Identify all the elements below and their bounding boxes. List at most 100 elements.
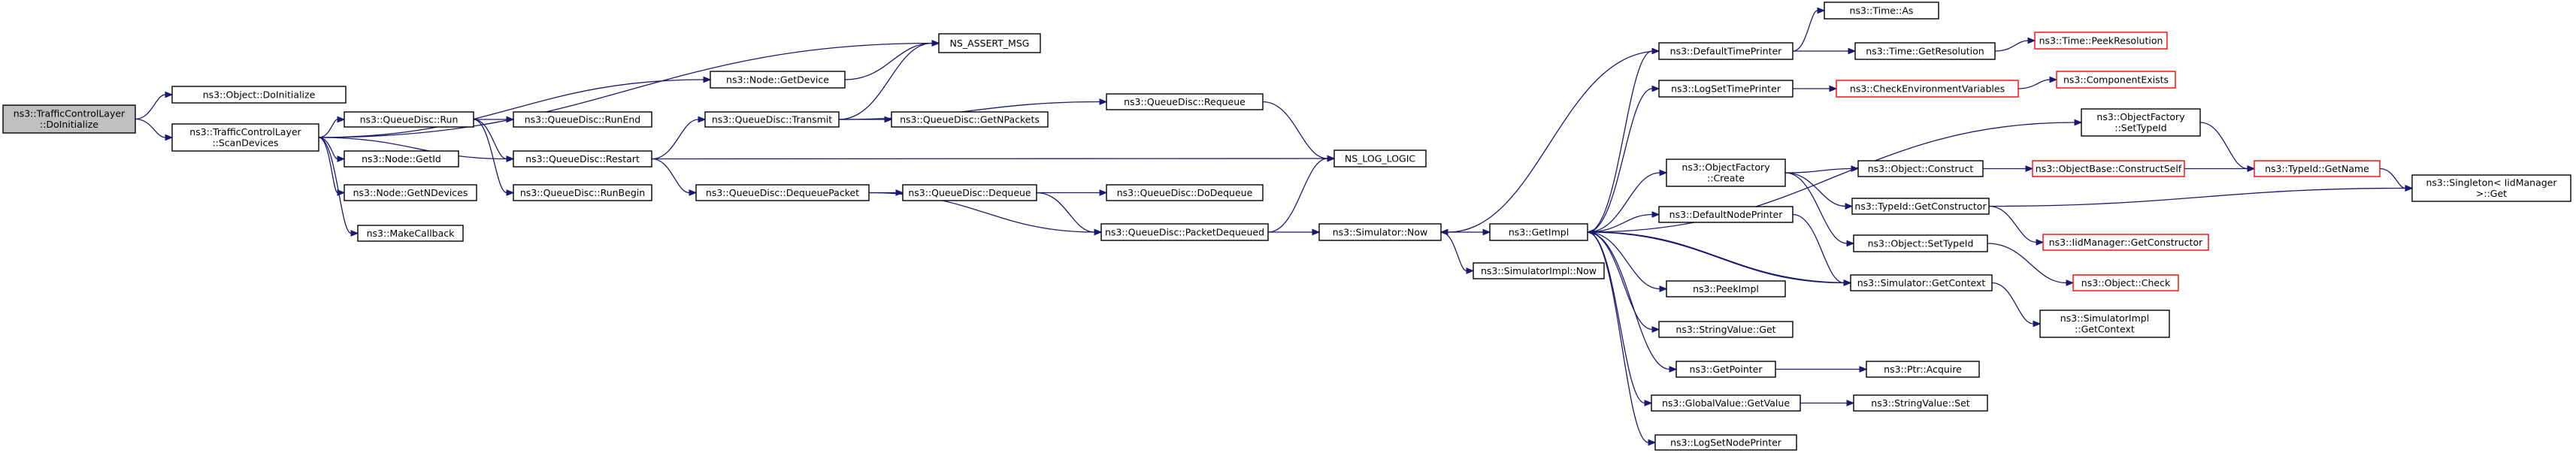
- node-box: [1824, 2, 1939, 20]
- node-box: [2411, 174, 2571, 202]
- edge-line: [135, 118, 166, 138]
- node-box: [710, 71, 846, 89]
- edge-line: [1267, 158, 1328, 233]
- node-box: [357, 225, 464, 242]
- node-ns3-objectfactory-create[interactable]: ns3::ObjectFactory::Create: [1666, 159, 1786, 187]
- node-ns3-stringvalue-get[interactable]: ns3::StringValue::Get: [1658, 321, 1794, 338]
- node-label: ns3::PeekImpl: [1693, 283, 1759, 294]
- node-label: ns3::CheckEnvironmentVariables: [1850, 83, 2005, 94]
- node-ns3-defaulttimeprinter[interactable]: ns3::DefaultTimePrinter: [1658, 42, 1794, 60]
- node-box: [1857, 160, 1984, 177]
- node-ns3-node-getndevices[interactable]: ns3::Node::GetNDevices: [344, 184, 477, 201]
- edge-line: [473, 119, 507, 194]
- node-ns3-objectfactory-settypeid[interactable]: ns3::ObjectFactory::SetTypeId: [2081, 108, 2201, 137]
- node-ns3-queuedisc-restart[interactable]: ns3::QueueDisc::Restart: [513, 150, 652, 168]
- node-ns3-queuedisc-requeue[interactable]: ns3::QueueDisc::Requeue: [1106, 93, 1264, 110]
- node-ns3-typeid-getname[interactable]: ns3::TypeId::GetName: [2254, 160, 2381, 177]
- node-ns3-object-construct[interactable]: ns3::Object::Construct: [1857, 160, 1984, 177]
- edge-scan-to-getndev: [318, 137, 346, 196]
- node-ns3-logsetnodeprinter[interactable]: ns3::LogSetNodePrinter: [1654, 434, 1797, 451]
- node-label: ::DoInitialize: [40, 119, 98, 130]
- node-ns3-object-check[interactable]: ns3::Object::Check: [2072, 274, 2179, 291]
- edge-line: [2199, 122, 2248, 170]
- edge-getimpl-to-deftime: [1587, 47, 1660, 233]
- node-ns3-stringvalue-set[interactable]: ns3::StringValue::Set: [1853, 394, 1988, 412]
- edge-line: [2379, 168, 2406, 189]
- node-ns3-object-doinitialize[interactable]: ns3::Object::DoInitialize: [171, 86, 347, 104]
- node-ns3-ptr-acquire[interactable]: ns3::Ptr::Acquire: [1866, 361, 1980, 378]
- node-box: [2056, 71, 2176, 89]
- node-ns3-objectbase-constructself[interactable]: ns3::ObjectBase::ConstructSelf: [2032, 160, 2185, 177]
- node-ns3-object-settypeid[interactable]: ns3::Object::SetTypeId: [1853, 234, 1988, 252]
- node-ns3-simulatorimpl-getcontext[interactable]: ns3::SimulatorImpl::GetContext: [2039, 310, 2170, 338]
- edge-objfcreate-to-tidgetctor: [1784, 172, 1854, 210]
- node-ns3-queuedisc-packetdequeued[interactable]: ns3::QueueDisc::PacketDequeued: [1100, 223, 1269, 241]
- node-box: [1854, 42, 1996, 60]
- node-label: ns3::TrafficControlLayer: [14, 108, 126, 119]
- node-ns3-iidmanager-getconstructor[interactable]: ns3::IidManager::GetConstructor: [2042, 234, 2209, 251]
- node-ns3-queuedisc-dequeuepacket[interactable]: ns3::QueueDisc::DequeuePacket: [695, 184, 870, 201]
- node-ns3-queuedisc-transmit[interactable]: ns3::QueueDisc::Transmit: [704, 111, 840, 128]
- edge-getdev-to-assert: [844, 40, 940, 80]
- node-label: ns3::QueueDisc::Requeue: [1124, 96, 1246, 107]
- node-ns3-simulator-now[interactable]: ns3::Simulator::Now: [1318, 223, 1442, 241]
- node-ns3-getimpl[interactable]: ns3::GetImpl: [1489, 223, 1588, 241]
- edge-arrowhead: [506, 189, 515, 196]
- edge-arrowhead: [2066, 279, 2075, 286]
- edge-arrowhead: [689, 189, 698, 196]
- node-ns3-queuedisc-dequeue[interactable]: ns3::QueueDisc::Dequeue: [902, 184, 1037, 201]
- node-ns3-defaultnodeprinter[interactable]: ns3::DefaultNodePrinter: [1658, 206, 1794, 223]
- edge-line: [838, 101, 1100, 120]
- node-label: ns3::QueueDisc::RunBegin: [520, 187, 645, 198]
- node-ns3-logsettimeprinter[interactable]: ns3::LogSetTimePrinter: [1658, 80, 1794, 98]
- node-ns3-makecallback[interactable]: ns3::MakeCallback: [357, 225, 464, 242]
- node-label: ns3::TypeId::GetName: [2265, 163, 2369, 174]
- edge-line: [1784, 172, 1846, 207]
- node-ns3-simulator-getcontext[interactable]: ns3::Simulator::GetContext: [1850, 274, 1993, 291]
- edge-line: [2018, 79, 2051, 89]
- node-ns3-trafficcontrollayer-scandevices[interactable]: ns3::TrafficControlLayer::ScanDevices: [171, 123, 319, 152]
- node-ns3-simulatorimpl-now[interactable]: ns3::SimulatorImpl::Now: [1473, 262, 1605, 279]
- node-ns3-queuedisc-runend[interactable]: ns3::QueueDisc::RunEnd: [513, 111, 652, 128]
- edge-line: [651, 158, 690, 194]
- node-ns3-componentexists[interactable]: ns3::ComponentExists: [2056, 71, 2176, 89]
- node-ns3-peekimpl[interactable]: ns3::PeekImpl: [1666, 280, 1786, 297]
- edge-dequeue-to-pktdeq: [1036, 192, 1103, 236]
- edge-line: [1994, 40, 2029, 52]
- node-ns3-time-as[interactable]: ns3::Time::As: [1824, 2, 1939, 20]
- edge-line: [1262, 101, 1328, 159]
- node-ns3-queuedisc-run[interactable]: ns3::QueueDisc::Run: [344, 111, 474, 128]
- node-ns3-node-getid[interactable]: ns3::Node::GetId: [344, 150, 459, 168]
- edge-scan-to-makecb: [318, 137, 359, 237]
- node-ns3-typeid-getconstructor[interactable]: ns3::TypeId::GetConstructor: [1851, 198, 1990, 215]
- node-box: [1866, 361, 1980, 378]
- node-label: ns3::QueueDisc::PacketDequeued: [1105, 226, 1264, 237]
- edge-tidgetctor-to-singleton: [1988, 185, 2414, 207]
- edge-line: [1987, 243, 2067, 284]
- edge-arrowhead: [1669, 366, 1678, 373]
- edge-arrowhead: [1439, 228, 1448, 236]
- node-ns3-singleton-iidmanager-get[interactable]: ns3::Singleton< IidManager >::Get: [2411, 174, 2571, 202]
- edge-line: [651, 119, 699, 160]
- node-ns3-queuedisc-dodequeue[interactable]: ns3::QueueDisc::DoDequeue: [1106, 184, 1264, 201]
- node-ns3-getpointer[interactable]: ns3::GetPointer: [1675, 361, 1776, 378]
- node-ns-assert-msg[interactable]: NS_ASSERT_MSG: [938, 33, 1041, 53]
- node-ns3-time-getresolution[interactable]: ns3::Time::GetResolution: [1854, 42, 1996, 60]
- node-ns3-node-getdevice[interactable]: ns3::Node::GetDevice: [710, 71, 846, 89]
- node-box: [2081, 108, 2201, 137]
- edge-line: [318, 137, 338, 194]
- node-ns3-time-peekresolution[interactable]: ns3::Time::PeekResolution: [2034, 32, 2168, 50]
- edge-line: [1587, 122, 2075, 233]
- node-ns3-checkenvironmentvariables[interactable]: ns3::CheckEnvironmentVariables: [1836, 80, 2019, 98]
- node-label: ::GetContext: [2075, 324, 2135, 335]
- node-label: ns3::LogSetTimePrinter: [1671, 83, 1781, 94]
- node-ns3-globalvalue-getvalue[interactable]: ns3::GlobalValue::GetValue: [1651, 394, 1801, 412]
- node-ns3-queuedisc-runbegin[interactable]: ns3::QueueDisc::RunBegin: [513, 184, 652, 201]
- edge-root-to-objinit: [135, 91, 174, 120]
- node-ns-log-logic[interactable]: NS_LOG_LOGIC: [1333, 149, 1427, 168]
- edge-arrowhead: [1482, 228, 1491, 236]
- edge-dequeue-to-dodeq: [1037, 189, 1108, 196]
- node-ns3-queuedisc-getnpackets[interactable]: ns3::QueueDisc::GetNPackets: [891, 111, 1049, 128]
- node-ns3-trafficcontrollayer-doinitialize[interactable]: ns3::TrafficControlLayer::DoInitialize: [2, 104, 136, 134]
- edge-getimpl-to-logsettime: [1587, 85, 1660, 233]
